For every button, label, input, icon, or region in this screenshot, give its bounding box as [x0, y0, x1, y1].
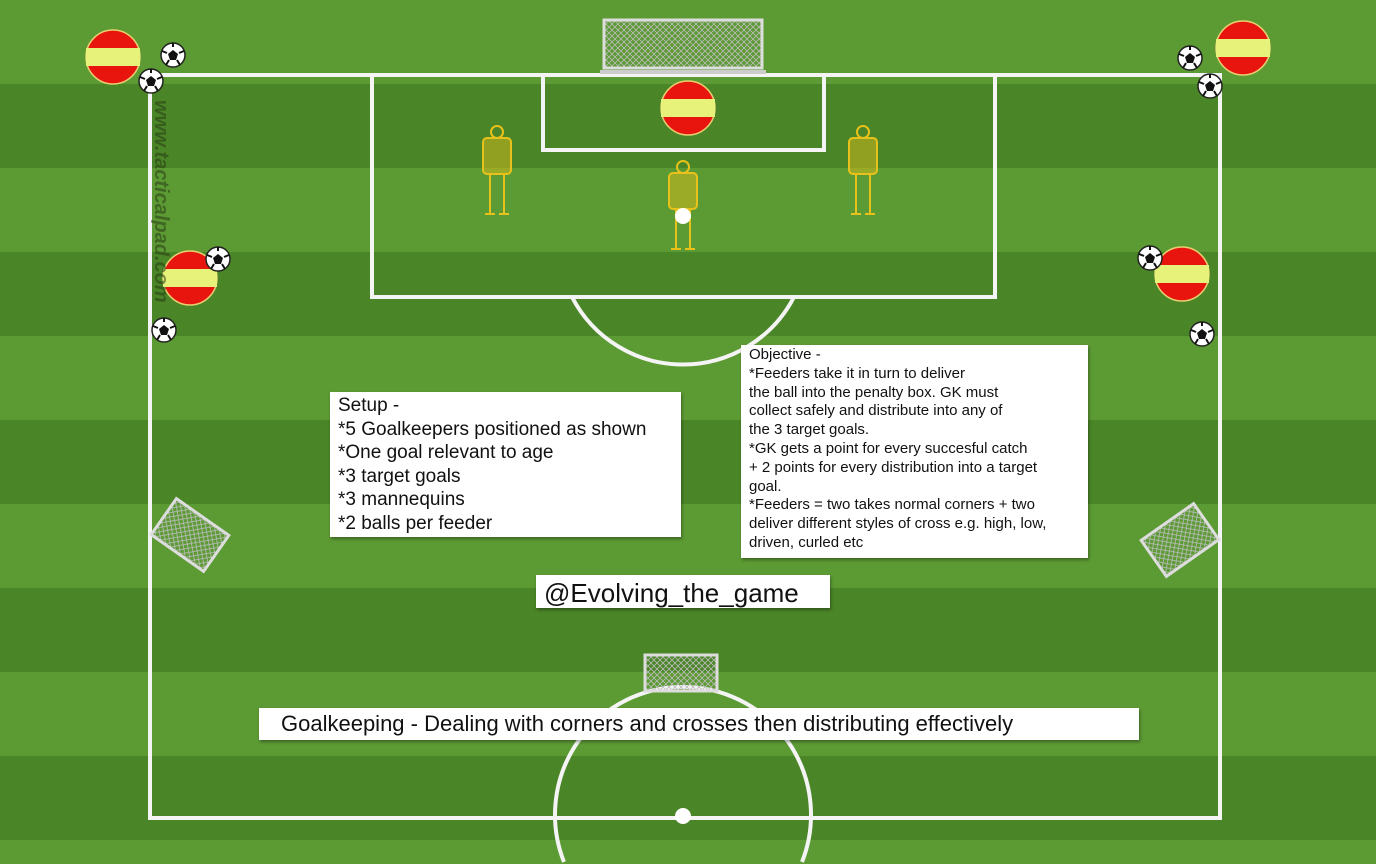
drill-title: Goalkeeping - Dealing with corners and c… — [259, 708, 1139, 740]
author-handle: @Evolving_the_game — [536, 575, 830, 608]
objective-box: Objective - *Feeders take it in turn to … — [741, 345, 1088, 558]
objective-line: *GK gets a point for every succesful cat… — [749, 439, 1028, 457]
objective-line: *Feeders = two takes normal corners + tw… — [749, 496, 1035, 514]
objective-line: deliver different styles of cross e.g. h… — [749, 515, 1047, 533]
goalkeeper-marker — [85, 29, 141, 85]
ball-icon — [205, 246, 231, 272]
grass-stripe — [0, 420, 1376, 504]
target-goal-right — [1139, 501, 1221, 579]
ball-icon — [675, 208, 691, 224]
grass-stripe — [0, 336, 1376, 420]
grass-stripe — [0, 840, 1376, 864]
setup-line: *3 target goals — [338, 465, 461, 487]
objective-line: driven, curled etc — [749, 533, 864, 551]
objective-line: + 2 points for every distribution into a… — [749, 458, 1038, 476]
ball-icon — [1197, 73, 1223, 99]
main-goal — [600, 18, 766, 74]
ball-icon — [1137, 245, 1163, 271]
setup-line: *3 mannequins — [338, 489, 465, 510]
goalkeeper-marker — [660, 80, 716, 136]
setup-line: *5 Goalkeepers positioned as shown — [338, 418, 647, 440]
objective-line: goal. — [749, 477, 782, 495]
goalkeeper-marker — [1154, 246, 1210, 302]
goalkeeper-marker — [1215, 20, 1271, 76]
objective-heading: Objective - — [749, 346, 821, 363]
objective-line: collect safely and distribute into any o… — [749, 402, 1003, 420]
grass-stripe — [0, 756, 1376, 840]
objective-line: *Feeders take it in turn to deliver — [749, 364, 965, 382]
ball-icon — [138, 68, 164, 94]
balls — [138, 42, 1223, 347]
setup-line: *2 balls per feeder — [338, 512, 493, 534]
watermark: www.tacticalpad.com — [150, 100, 172, 303]
setup-line: *One goal relevant to age — [338, 442, 554, 463]
pitch-lines — [148, 73, 1222, 863]
center-spot — [675, 808, 691, 824]
target-goal-left — [149, 496, 231, 574]
ball-icon — [151, 317, 177, 343]
ball-icon — [1189, 321, 1215, 347]
setup-box: Setup - *5 Goalkeepers positioned as sho… — [330, 392, 681, 537]
target-goal-bottom — [643, 653, 719, 693]
setup-heading: Setup - — [338, 395, 400, 416]
ball-icon — [160, 42, 186, 68]
objective-line: the 3 target goals. — [749, 421, 870, 439]
ball-icon — [1177, 45, 1203, 71]
objective-line: the ball into the penalty box. GK must — [749, 383, 999, 401]
